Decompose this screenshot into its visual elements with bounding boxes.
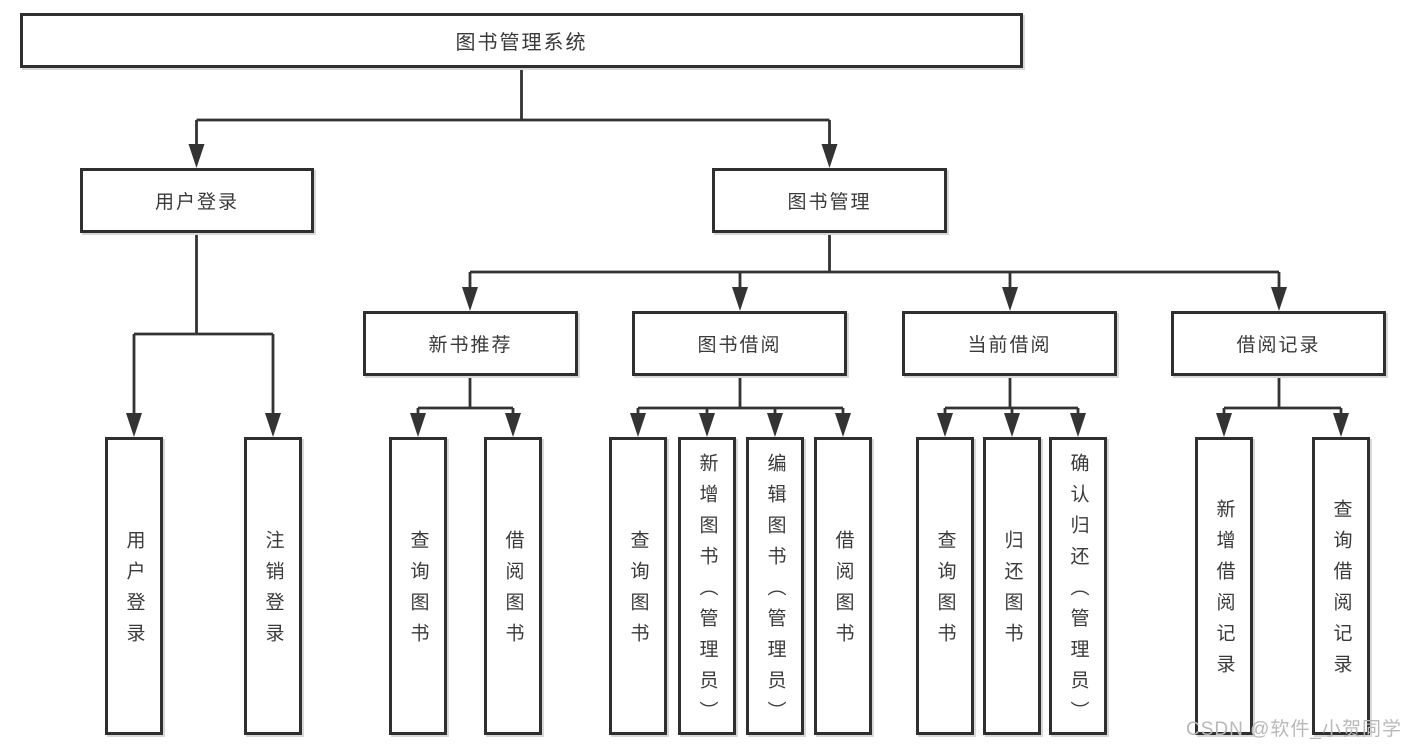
- node-library-management-system: 图书管理系统: [20, 13, 1023, 68]
- node-label: 图书管理: [787, 192, 872, 213]
- leaf-query-borrow-record: 查询借阅记录: [1312, 437, 1370, 735]
- node-label: 图书借阅: [697, 335, 782, 356]
- node-label: 借阅图书: [502, 530, 524, 654]
- node-label: 编辑图书（管理员）: [764, 452, 786, 732]
- node-user-login-branch: 用户登录: [80, 168, 314, 233]
- node-new-book-recommend: 新书推荐: [363, 311, 578, 376]
- leaf-add-book-admin: 新增图书（管理员）: [678, 437, 736, 735]
- leaf-return-book: 归还图书: [983, 437, 1041, 735]
- node-label: 确认归还（管理员）: [1067, 452, 1089, 732]
- node-label: 当前借阅: [967, 335, 1052, 356]
- leaf-add-borrow-record: 新增借阅记录: [1195, 437, 1253, 735]
- node-label: 借阅图书: [832, 530, 854, 654]
- leaf-query-books-current: 查询图书: [916, 437, 974, 735]
- connector-book-borrow-split: [636, 376, 845, 425]
- node-label: 用户登录: [123, 530, 145, 654]
- connector-borrow-record-split: [1222, 376, 1343, 425]
- node-label: 查询借阅记录: [1330, 499, 1352, 685]
- node-book-borrow: 图书借阅: [632, 311, 847, 376]
- node-label: 新增借阅记录: [1213, 499, 1235, 685]
- leaf-logout: 注销登录: [244, 437, 302, 735]
- connector-root-split: [195, 68, 831, 156]
- node-book-management-branch: 图书管理: [712, 168, 947, 233]
- connector-user-login-split: [132, 233, 275, 425]
- node-label: 查询图书: [407, 530, 429, 654]
- node-label: 查询图书: [934, 530, 956, 654]
- arrowheads: [126, 144, 1349, 437]
- node-label: 归还图书: [1001, 530, 1023, 654]
- node-label: 新书推荐: [428, 335, 513, 356]
- connector-book-management-split: [468, 233, 1281, 299]
- node-label: 查询图书: [627, 530, 649, 654]
- leaf-query-books-borrow: 查询图书: [609, 437, 667, 735]
- leaf-edit-book-admin: 编辑图书（管理员）: [746, 437, 804, 735]
- csdn-watermark: CSDN @软件_小贺同学: [1186, 719, 1402, 740]
- leaf-borrow-books: 借阅图书: [814, 437, 872, 735]
- node-label: 注销登录: [262, 530, 284, 654]
- leaf-query-books-recommend: 查询图书: [389, 437, 447, 735]
- node-borrow-records: 借阅记录: [1171, 311, 1386, 376]
- node-label: 图书管理系统: [455, 32, 588, 54]
- connector-new-book-split: [416, 376, 515, 425]
- node-label: 借阅记录: [1236, 335, 1321, 356]
- node-label: 新增图书（管理员）: [696, 452, 718, 732]
- leaf-confirm-return-admin: 确认归还（管理员）: [1049, 437, 1107, 735]
- node-current-borrow: 当前借阅: [902, 311, 1117, 376]
- leaf-user-login: 用户登录: [105, 437, 163, 735]
- node-label: 用户登录: [154, 192, 239, 213]
- leaf-borrow-books-recommend: 借阅图书: [484, 437, 542, 735]
